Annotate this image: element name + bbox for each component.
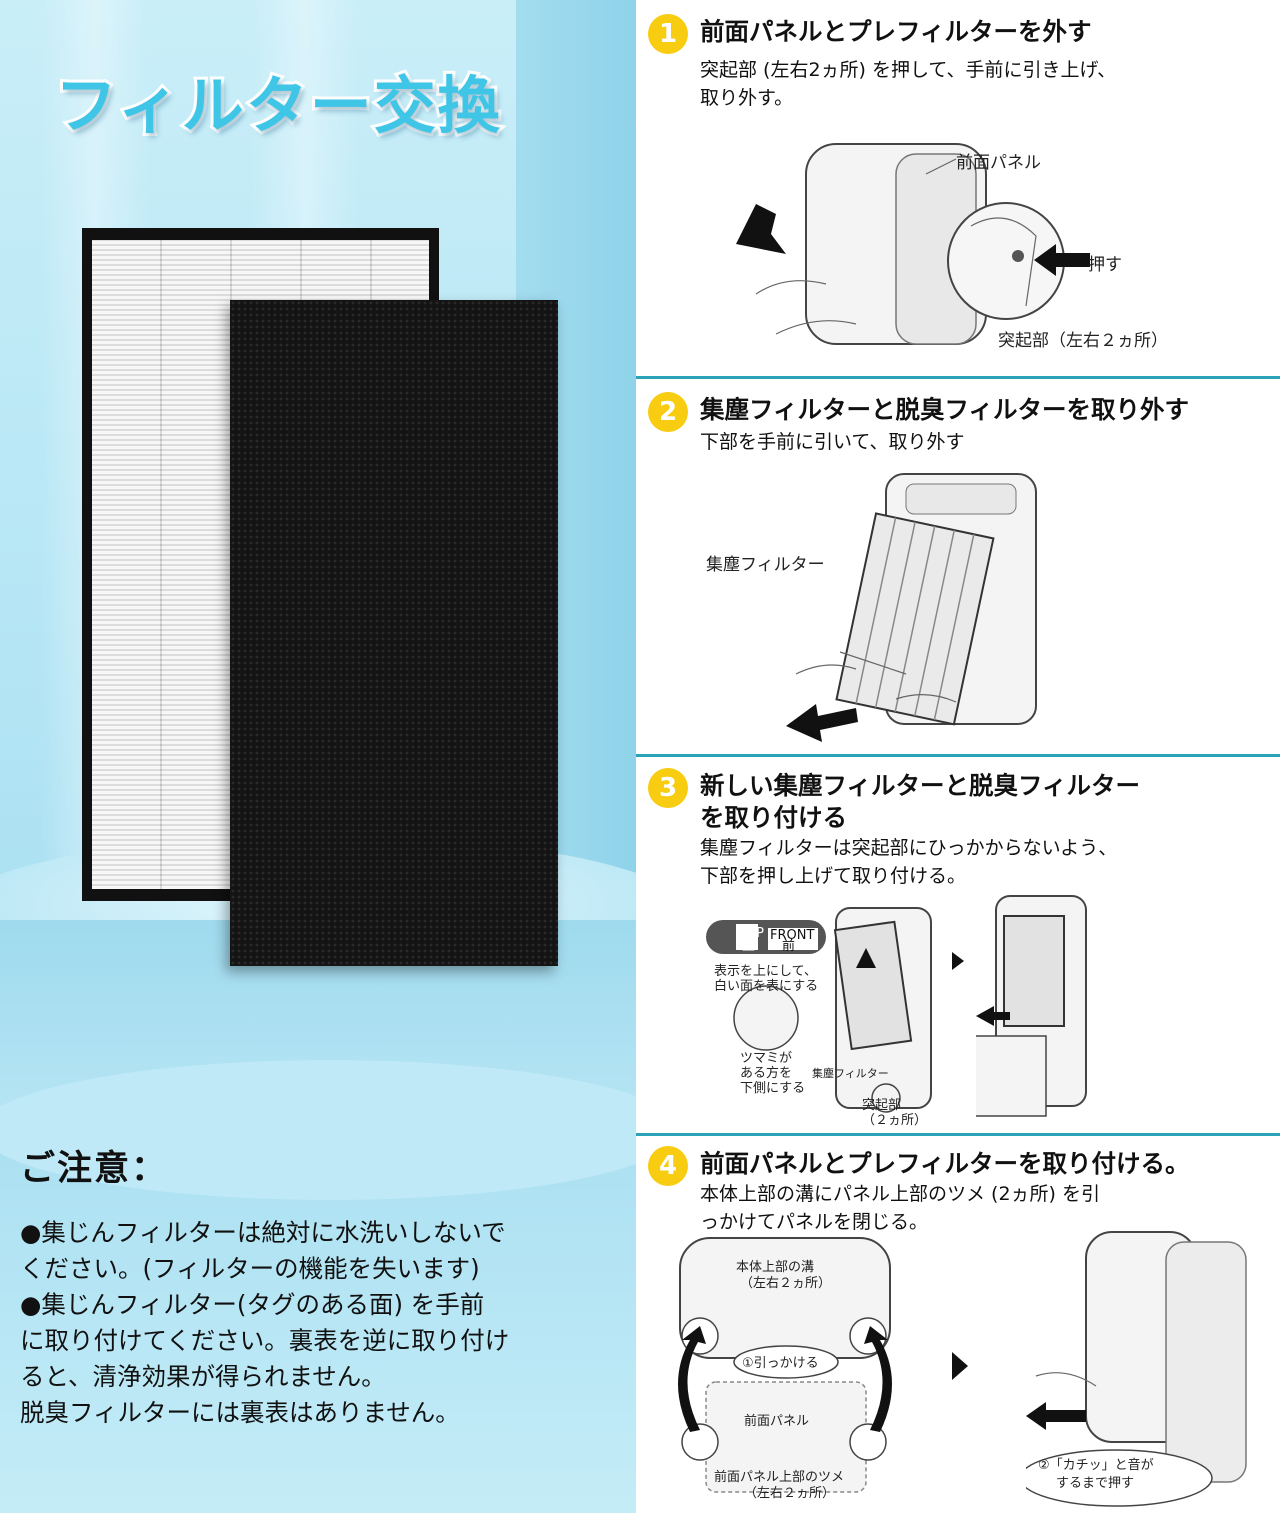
label-hook: ①引っかける xyxy=(742,1356,819,1371)
label-knob: ある方を xyxy=(740,1066,793,1081)
label-claw: 前面パネル上部のツメ xyxy=(714,1470,845,1485)
label-protrusion: （２ヵ所） xyxy=(862,1113,928,1128)
label-front-panel: 前面パネル xyxy=(956,153,1041,173)
remove-panel-illustration xyxy=(736,143,987,345)
label-front: FRONT xyxy=(770,928,815,943)
step-divider xyxy=(636,754,1280,757)
page-title: フィルター交換 xyxy=(52,66,503,145)
product-visual-panel: フィルター交換 ご注意： ●集じんフィルターは絶対に水洗いしないで ください。(… xyxy=(0,0,636,1513)
caution-line: ると、清浄効果が得られません。 xyxy=(20,1362,386,1391)
caution-line: ください。(フィルターの機能を失います) xyxy=(20,1254,480,1283)
step-divider xyxy=(636,1133,1280,1136)
label-protrusion: 突起部（左右２ヵ所） xyxy=(998,331,1168,351)
caution-line: に取り付けてください。裏表を逆に取り付け xyxy=(20,1326,510,1355)
attach-panel-illustration xyxy=(678,1237,892,1493)
step-title: を取り付ける xyxy=(700,803,847,832)
label-dust-filter: 集塵フィルター xyxy=(812,1067,889,1080)
step-title: 集塵フィルターと脱臭フィルターを取り外す xyxy=(700,395,1190,424)
installed-filter-illustration xyxy=(976,895,1087,1117)
detail-circle-illustration xyxy=(947,202,1065,320)
step-2: 2 集塵フィルターと脱臭フィルターを取り外す 下部を手前に引いて、取り外す 集 xyxy=(636,392,1280,752)
label-front-panel: 前面パネル xyxy=(744,1414,810,1429)
label-click: するまで押す xyxy=(1056,1476,1135,1491)
podium-base xyxy=(0,1060,636,1200)
label-groove: （左右２ヵ所） xyxy=(740,1276,832,1291)
caution-heading: ご注意： xyxy=(20,1149,169,1189)
label-top: TOP xyxy=(738,926,765,941)
instruction-panel: 1 前面パネルとプレフィルターを外す 突起部 (左右2ヵ所) を押して、手前に引… xyxy=(636,0,1280,1513)
step-4: 4 前面パネルとプレフィルターを取り付ける。 本体上部の溝にパネル上部のツメ (… xyxy=(636,1146,1280,1513)
step-description: 突起部 (左右2ヵ所) を押して、手前に引き上げ、 xyxy=(700,59,1117,81)
step-description: 取り外す。 xyxy=(700,87,794,109)
step-number-badge: 4 xyxy=(648,1146,688,1186)
step-description: 集塵フィルターは突起部にひっかからないよう、 xyxy=(700,837,1118,859)
step-number-badge: 1 xyxy=(648,14,688,54)
caution-line: ●集じんフィルター(タグのある面) を手前 xyxy=(20,1290,485,1319)
step-1: 1 前面パネルとプレフィルターを外す 突起部 (左右2ヵ所) を押して、手前に引… xyxy=(636,14,1280,374)
next-arrow-icon xyxy=(952,952,964,970)
step-divider xyxy=(636,376,1280,379)
label-push: 押す xyxy=(1088,255,1122,275)
label-groove: 本体上部の溝 xyxy=(736,1260,815,1275)
label-knob: ツマミが xyxy=(740,1051,793,1066)
step-3: 3 新しい集塵フィルターと脱臭フィルター を取り付ける 集塵フィルターは突起部に… xyxy=(636,768,1280,1130)
label-claw: （左右２ヵ所） xyxy=(744,1486,836,1501)
push-arrow-icon xyxy=(1034,244,1090,276)
label-display-up: 白い面を表にする xyxy=(714,979,819,994)
label-top-kanji: 上 xyxy=(742,939,756,954)
step-description: っかけてパネルを閉じる。 xyxy=(700,1211,929,1233)
next-arrow-icon xyxy=(952,1352,968,1380)
step-description: 下部を手前に引いて、取り外す xyxy=(700,431,965,453)
label-protrusion: 突起部 xyxy=(862,1098,902,1113)
install-filter-illustration xyxy=(706,907,932,1113)
label-display-up: 表示を上にして、 xyxy=(714,964,817,979)
label-knob: 下側にする xyxy=(740,1081,806,1096)
caution-notice: ご注意： ●集じんフィルターは絶対に水洗いしないで ください。(フィルターの機能… xyxy=(20,1140,620,1431)
step-description: 下部を押し上げて取り付ける。 xyxy=(700,865,967,887)
step-title: 前面パネルとプレフィルターを取り付ける。 xyxy=(700,1149,1190,1178)
close-panel-illustration xyxy=(1026,1231,1247,1507)
label-click: ②「カチッ」と音が xyxy=(1038,1458,1154,1473)
step-number-badge: 2 xyxy=(648,392,688,432)
caution-line: ●集じんフィルターは絶対に水洗いしないで xyxy=(20,1218,506,1247)
step-number-badge: 3 xyxy=(648,768,688,808)
label-dust-filter: 集塵フィルター xyxy=(706,555,825,575)
carbon-filter-image xyxy=(230,300,558,966)
step-title: 前面パネルとプレフィルターを外す xyxy=(700,17,1092,46)
remove-filter-illustration xyxy=(786,473,1037,742)
step-description: 本体上部の溝にパネル上部のツメ (2ヵ所) を引 xyxy=(700,1183,1100,1205)
caution-line: 脱臭フィルターには裏表はありません。 xyxy=(20,1398,460,1427)
label-front-kanji: 前 xyxy=(782,939,796,954)
step-title: 新しい集塵フィルターと脱臭フィルター xyxy=(700,771,1141,800)
